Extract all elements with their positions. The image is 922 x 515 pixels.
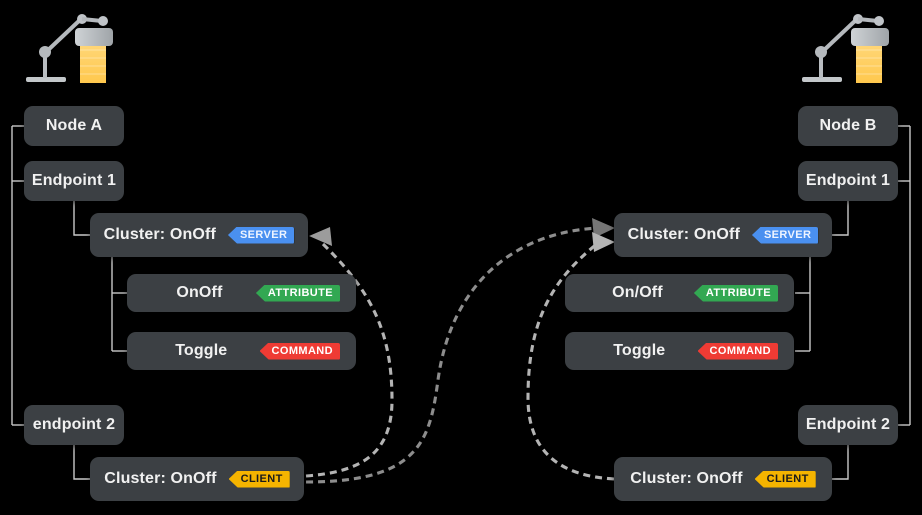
left-command-toggle-box[interactable]: Toggle COMMAND xyxy=(127,332,356,370)
right-cluster-client-label: Cluster: OnOff xyxy=(630,470,743,487)
node-b-label: Node B xyxy=(819,117,877,134)
right-cluster-onoff-server-box[interactable]: Cluster: OnOff SERVER xyxy=(614,213,832,257)
arrowhead-into-right-server-lower xyxy=(592,232,615,252)
left-endpoint-2-label: endpoint 2 xyxy=(32,416,116,433)
left-endpoint1-to-cluster xyxy=(73,201,90,236)
attribute-badge: ATTRIBUTE xyxy=(255,284,340,302)
node-b-box[interactable]: Node B xyxy=(798,106,898,146)
desk-lamp-icon-left xyxy=(22,6,122,92)
server-badge: SERVER xyxy=(227,226,295,244)
left-endpoint-2-box[interactable]: endpoint 2 xyxy=(24,405,124,445)
arrowhead-into-right-server-upper xyxy=(592,218,615,238)
attribute-badge: ATTRIBUTE xyxy=(693,284,778,302)
right-command-toggle-box[interactable]: Toggle COMMAND xyxy=(565,332,794,370)
arrowhead-into-left-server xyxy=(309,227,332,246)
left-command-label: Toggle xyxy=(175,342,228,359)
left-endpoint-1-box[interactable]: Endpoint 1 xyxy=(24,161,124,201)
left-attribute-label: OnOff xyxy=(176,284,223,301)
right-attribute-onoff-box[interactable]: On/Off ATTRIBUTE xyxy=(565,274,794,312)
client-badge: CLIENT xyxy=(754,470,816,488)
left-endpoint-1-label: Endpoint 1 xyxy=(31,172,117,189)
server-badge: SERVER xyxy=(751,226,819,244)
right-endpoint-2-box[interactable]: Endpoint 2 xyxy=(798,405,898,445)
desk-lamp-glyph xyxy=(26,14,113,83)
node-a-label: Node A xyxy=(45,117,103,134)
left-endpoint2-to-cluster xyxy=(73,445,90,480)
right-endpoint-1-box[interactable]: Endpoint 1 xyxy=(798,161,898,201)
right-endpoint1-to-cluster xyxy=(832,201,849,236)
right-endpoint2-to-cluster xyxy=(832,445,849,480)
left-cluster-server-label: Cluster: OnOff xyxy=(103,226,216,243)
desk-lamp-icon-right xyxy=(798,6,898,92)
right-cluster-onoff-client-box[interactable]: Cluster: OnOff CLIENT xyxy=(614,457,832,501)
desk-lamp-glyph xyxy=(802,14,889,83)
left-attribute-onoff-box[interactable]: OnOff ATTRIBUTE xyxy=(127,274,356,312)
command-badge: COMMAND xyxy=(697,342,778,360)
left-cluster-onoff-server-box[interactable]: Cluster: OnOff SERVER xyxy=(90,213,308,257)
right-endpoint-1-label: Endpoint 1 xyxy=(805,172,891,189)
arrowheads xyxy=(309,218,615,252)
command-badge: COMMAND xyxy=(259,342,340,360)
right-attribute-label: On/Off xyxy=(612,284,663,301)
node-a-box[interactable]: Node A xyxy=(24,106,124,146)
left-cluster-onoff-client-box[interactable]: Cluster: OnOff CLIENT xyxy=(90,457,304,501)
left-cluster-client-label: Cluster: OnOff xyxy=(104,470,217,487)
right-cluster-server-label: Cluster: OnOff xyxy=(627,226,740,243)
right-command-label: Toggle xyxy=(613,342,666,359)
client-badge: CLIENT xyxy=(228,470,290,488)
right-endpoint-2-label: Endpoint 2 xyxy=(805,416,891,433)
